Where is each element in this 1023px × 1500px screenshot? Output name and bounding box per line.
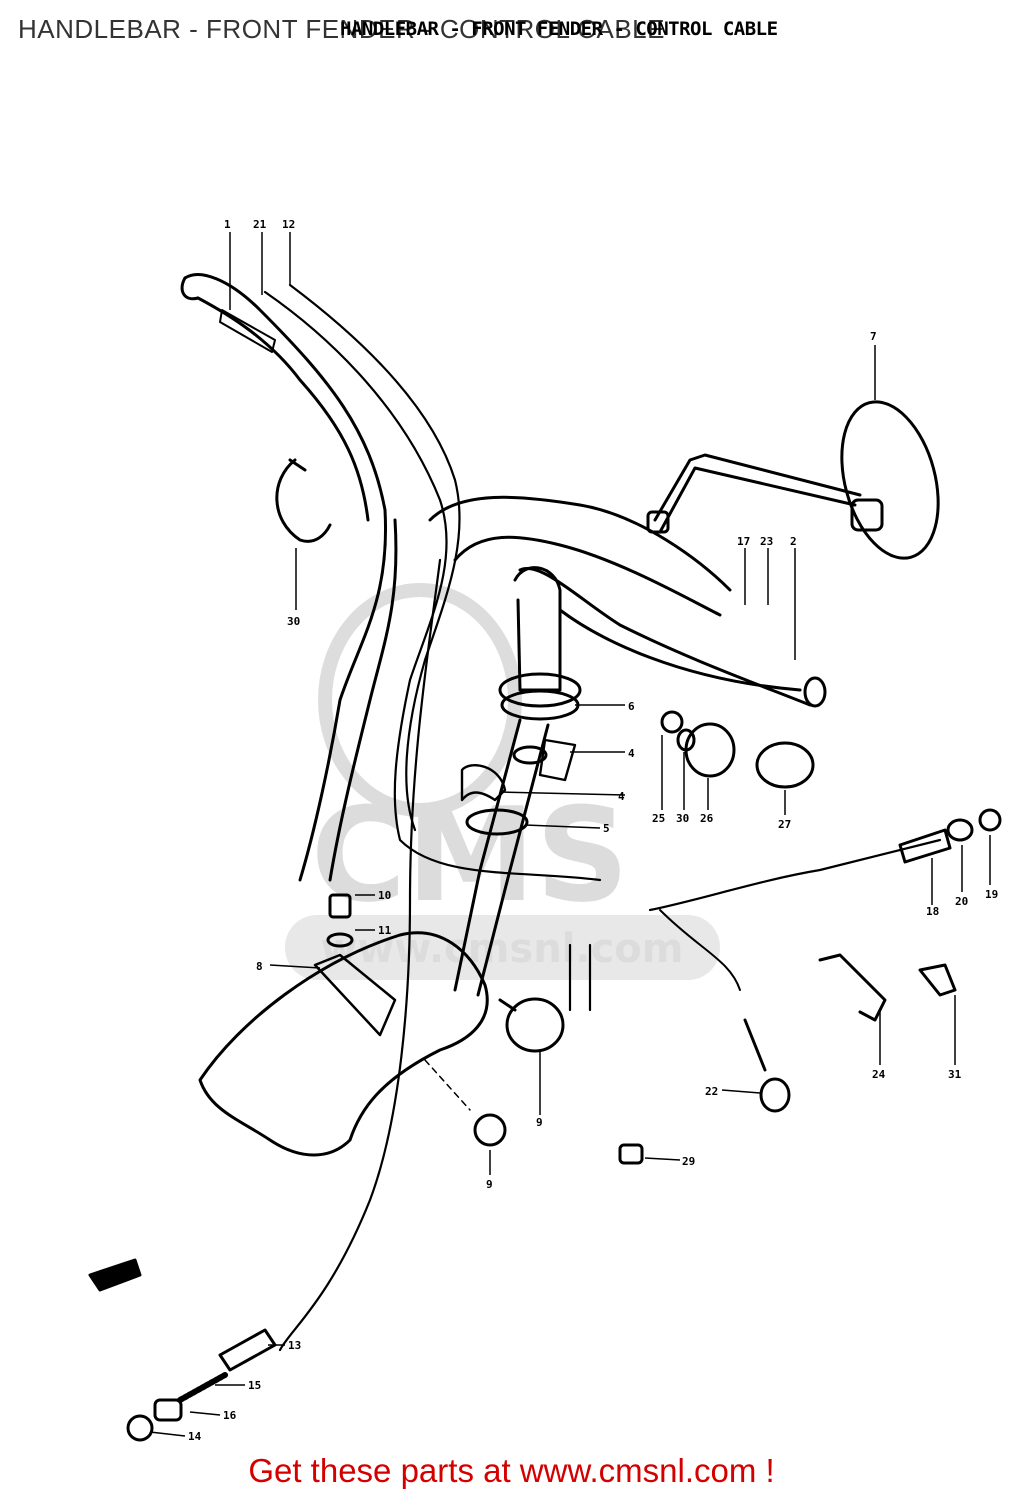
callout-grip-nut: 6 — [628, 700, 635, 713]
handlebar-cross-bar — [428, 495, 732, 592]
callout-bracket-left: 30 — [287, 615, 300, 628]
footer-banner: Get these parts at www.cmsnl.com ! — [0, 1452, 1023, 1490]
cap-large — [684, 722, 736, 778]
footer-link[interactable]: Get these parts at www.cmsnl.com ! — [248, 1452, 775, 1489]
title-overlay: HANDLEBAR - FRONT FENDER - CONTROL CABLE — [340, 18, 778, 40]
callout-spring: 15 — [248, 1379, 261, 1392]
adjuster — [218, 1328, 277, 1372]
cap-round — [755, 741, 815, 789]
callout-bolt-small: 22 — [705, 1085, 718, 1098]
callout-cable-end-b: 20 — [955, 895, 968, 908]
callout-adjuster: 13 — [288, 1339, 301, 1352]
callout-bolt-top: 10 — [378, 889, 391, 902]
front-fender — [198, 931, 489, 1157]
callout-cable-top-a: 21 — [253, 218, 267, 231]
callout-bar-right: 2 — [790, 535, 797, 548]
mirror-glass — [840, 400, 940, 560]
callout-cap-round: 27 — [778, 818, 791, 831]
callout-nut: 16 — [223, 1409, 237, 1422]
callout-grommet: 9 — [486, 1178, 493, 1191]
callout-lever-clip: 31 — [948, 1068, 962, 1081]
callout-cable-end-c: 19 — [985, 888, 998, 901]
callout-clip: 29 — [682, 1155, 695, 1168]
page-title: HANDLEBAR - FRONT FENDER - CONTROL CABLE — [18, 14, 665, 44]
spring — [177, 1372, 228, 1403]
control-cable-right — [648, 838, 942, 912]
watermark-logo: CMS — [311, 779, 629, 931]
callout-knob: 9 — [536, 1116, 543, 1129]
callout-cable-end-a: 18 — [926, 905, 939, 918]
control-cable-long — [278, 558, 442, 1352]
callout-cap-washer: 30 — [676, 812, 689, 825]
callout-fender: 8 — [256, 960, 263, 973]
callout-handlebar: 1 — [224, 218, 231, 231]
mirror-arm — [653, 453, 862, 522]
callout-cap-small: 25 — [652, 812, 665, 825]
watermark-url: www.cmsnl.com — [321, 926, 684, 972]
lever-bracket — [818, 953, 887, 1022]
handlebar-left-tube — [183, 273, 388, 882]
callout-cap-large: 26 — [700, 812, 714, 825]
callout-cable-top-b: 12 — [282, 218, 295, 231]
callout-lever-bracket: 24 — [872, 1068, 886, 1081]
callout-clamp-upper: 4 — [628, 747, 635, 760]
callout-clamp-lower: 4 — [618, 790, 625, 803]
bracket-left — [275, 458, 332, 543]
callout-bolt-washer: 11 — [378, 924, 392, 937]
knob — [505, 997, 565, 1053]
callout-ring: 5 — [603, 822, 610, 835]
watermark: CMS www.cmsnl.com — [285, 583, 720, 980]
handlebar-right-tube — [518, 567, 812, 707]
callout-cable-ends-a: 17 — [737, 535, 750, 548]
control-cable-upper — [263, 290, 602, 882]
callout-cap-end: 14 — [188, 1430, 202, 1443]
callout-mirror: 7 — [870, 330, 877, 343]
callout-cable-ends-b: 23 — [760, 535, 773, 548]
